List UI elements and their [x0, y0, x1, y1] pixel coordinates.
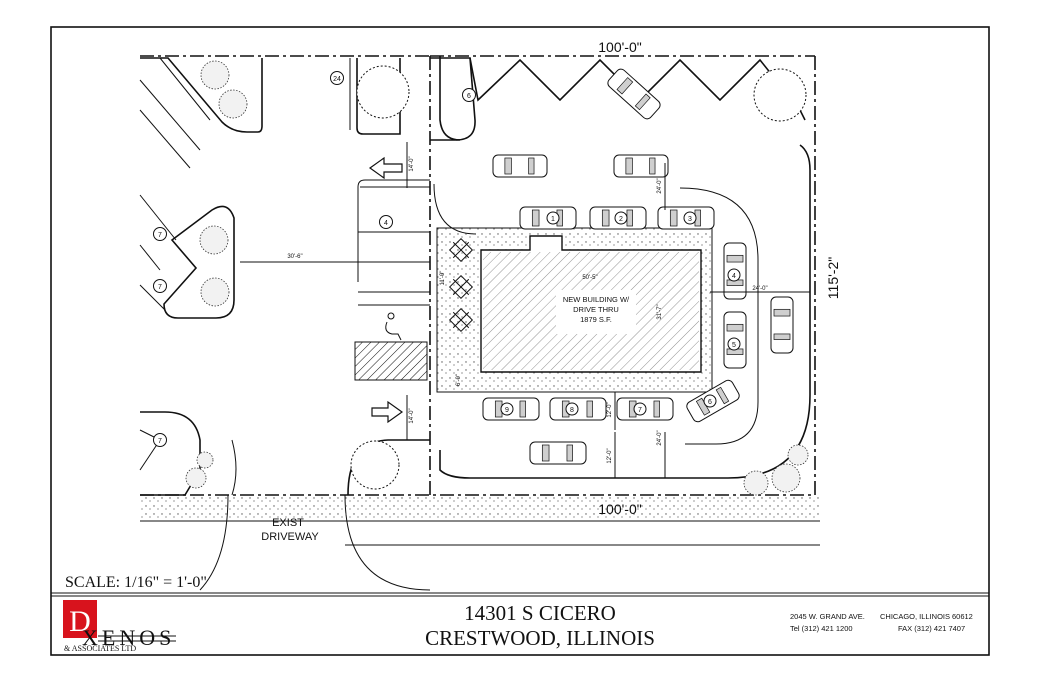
dim-24-top: 24'-0" — [657, 178, 663, 193]
project-city: CRESTWOOD, ILLINOIS — [425, 626, 655, 650]
dim-top: 100'-0" — [598, 39, 641, 55]
dim-12-a: 12'-0" — [607, 402, 613, 417]
stall-2: 2 — [619, 216, 623, 223]
logo-subtitle: & ASSOCIATES LTD — [64, 644, 136, 653]
stall-number-markers: 1 2 3 4 5 6 7 8 9 — [500, 211, 741, 416]
logo-text: XENOS — [82, 625, 175, 650]
firm-zip: 60612 — [952, 612, 973, 621]
building-label-line-2: DRIVE THRU — [573, 305, 619, 314]
accessible-parking-icon — [385, 312, 402, 341]
patio-tables — [448, 237, 474, 333]
building-label-line-3: 1879 S.F. — [580, 315, 612, 324]
stall-3: 3 — [688, 216, 692, 223]
entry-arrow — [368, 156, 403, 180]
parked-car — [607, 68, 661, 120]
firm-logo: D XENOS & ASSOCIATES LTD — [63, 600, 176, 653]
dim-building-depth: 31'-7" — [657, 304, 663, 319]
stall-9: 9 — [505, 407, 509, 414]
count-7-a: 7 — [158, 232, 162, 239]
project-address: 14301 S CICERO — [464, 601, 616, 625]
sheet-border — [50, 26, 990, 656]
count-4: 4 — [384, 220, 388, 227]
logo-letter: D — [69, 605, 91, 638]
dim-14-lower: 14'-0" — [409, 408, 415, 423]
stall-1: 1 — [551, 216, 555, 223]
dim-11: 11'-0" — [440, 271, 446, 286]
dim-24-bottom: 24'-0" — [657, 430, 663, 445]
trees — [185, 60, 809, 496]
dim-12-b: 12'-0" — [607, 448, 613, 463]
sidewalk — [140, 497, 820, 521]
firm-tel: Tel (312) 421 1200 — [790, 624, 853, 633]
count-24: 24 — [333, 76, 341, 83]
dim-30: 30'-6" — [287, 254, 302, 260]
stall-4: 4 — [732, 273, 736, 280]
parked-car — [529, 441, 587, 465]
dim-24-right: 24'-0" — [752, 286, 767, 292]
count-6: 6 — [467, 93, 471, 100]
exit-arrow — [371, 400, 404, 424]
parked-car — [770, 296, 794, 354]
logo-red-block — [63, 600, 97, 638]
stall-6: 6 — [708, 399, 712, 406]
neighbor-count-markers: 24 6 4 7 7 7 — [153, 71, 476, 447]
exist-driveway-line-1: EXIST — [272, 517, 304, 529]
count-7-b: 7 — [158, 284, 162, 291]
dim-14-upper: 14'-0" — [409, 156, 415, 171]
scale-label: SCALE: 1/16" = 1'-0" — [65, 574, 207, 591]
parked-car — [613, 154, 669, 178]
stall-8: 8 — [570, 407, 574, 414]
parked-car — [492, 154, 548, 178]
stall-7: 7 — [638, 407, 642, 414]
firm-address: 2045 W. GRAND AVE. — [790, 612, 865, 621]
firm-city: CHICAGO, ILLINOIS — [880, 612, 950, 621]
count-7-c: 7 — [158, 438, 162, 445]
exist-driveway-line-2: DRIVEWAY — [261, 531, 319, 543]
building-label-line-1: NEW BUILDING W/ — [563, 295, 630, 304]
dimension-lines — [240, 142, 810, 478]
firm-fax: FAX (312) 421 7407 — [898, 624, 965, 633]
dim-bottom: 100'-0" — [598, 501, 641, 517]
stall-5: 5 — [732, 342, 736, 349]
dim-building-width: 50'-5" — [582, 275, 597, 281]
dim-right: 115'-2" — [825, 257, 841, 299]
dim-6: 6'-0" — [456, 374, 462, 386]
